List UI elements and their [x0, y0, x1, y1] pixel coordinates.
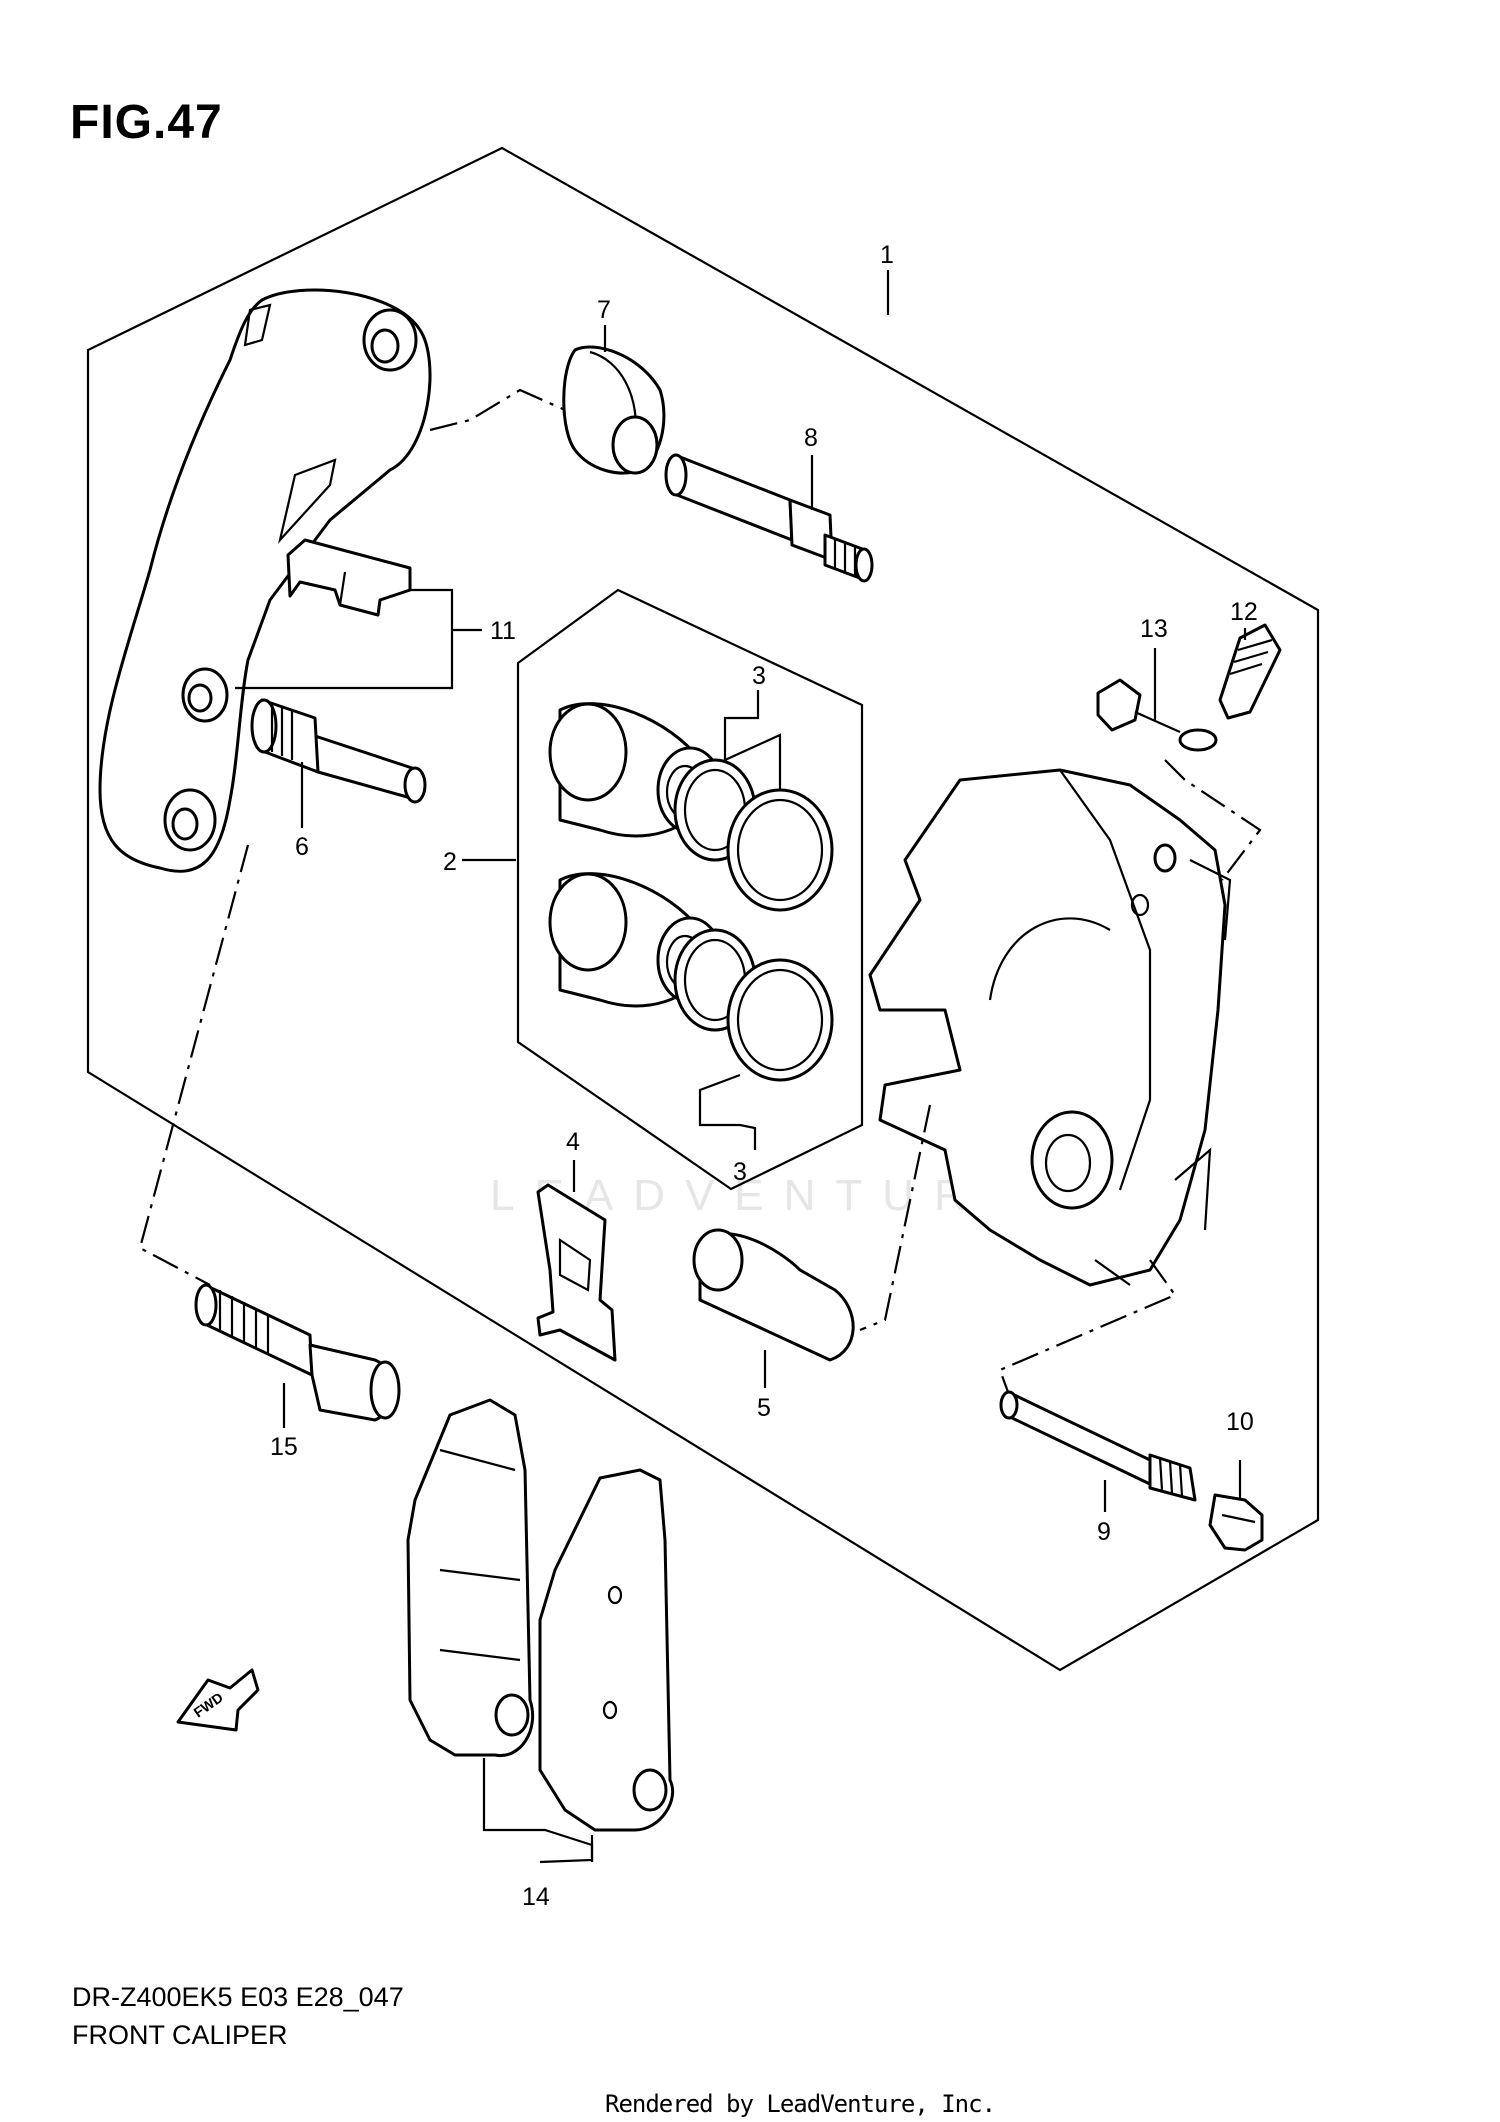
pad-pin-9 [999, 1390, 1197, 1502]
callout-7: 7 [597, 296, 611, 324]
slide-pin-8 [664, 453, 874, 583]
pad-spring [286, 538, 412, 617]
callout-13: 13 [1140, 615, 1168, 643]
bleeder-cap-13 [1096, 678, 1218, 752]
callout-11: 11 [490, 617, 516, 645]
plug-cap-10 [1208, 1493, 1264, 1552]
callout-12: 12 [1230, 598, 1258, 626]
bleeder-valve-12 [1218, 623, 1282, 720]
figure-title: FIG.47 [70, 96, 223, 149]
brake-pad-outer [406, 1398, 535, 1757]
brake-pad-inner [538, 1468, 675, 1832]
callout-14: 14 [522, 1883, 550, 1911]
callout-15: 15 [270, 1433, 298, 1461]
callout-1: 1 [880, 241, 894, 269]
forward-arrow-icon: FWD [176, 1668, 260, 1732]
callout-3b: 3 [733, 1158, 747, 1186]
callout-8: 8 [804, 424, 818, 452]
plug-5 [692, 1228, 855, 1362]
dash-line-caliper-plug [859, 1104, 932, 1332]
caliper-body [868, 768, 1232, 1287]
seal-upper-outer [726, 788, 834, 912]
callout-5: 5 [757, 1394, 771, 1422]
callout-3a: 3 [752, 662, 766, 690]
dash-line-left [138, 844, 250, 1286]
dash-line-right [1164, 759, 1262, 881]
callout-2: 2 [443, 848, 457, 876]
diagram-name: FRONT CALIPER [72, 2020, 288, 2050]
caliper-bracket [98, 288, 432, 873]
pad-retainer-4 [536, 1183, 617, 1362]
seal-lower-outer [726, 958, 834, 1082]
caliper-assembly-outline [86, 146, 1320, 1672]
callout-6: 6 [295, 833, 309, 861]
model-code: DR-Z400EK5 E03 E28_047 [72, 1982, 404, 2012]
callout-4: 4 [566, 1128, 580, 1156]
callout-9: 9 [1097, 1518, 1111, 1546]
bolt-15 [194, 1283, 401, 1422]
piston-kit-outline [516, 588, 864, 1191]
dash-line-pin [998, 1259, 1177, 1393]
render-credit: Rendered by LeadVenture, Inc. [605, 2090, 996, 2118]
slide-pin-6 [250, 698, 427, 804]
callout-10: 10 [1226, 1408, 1254, 1436]
dash-line-upper [429, 388, 566, 432]
boot-7 [562, 345, 666, 475]
